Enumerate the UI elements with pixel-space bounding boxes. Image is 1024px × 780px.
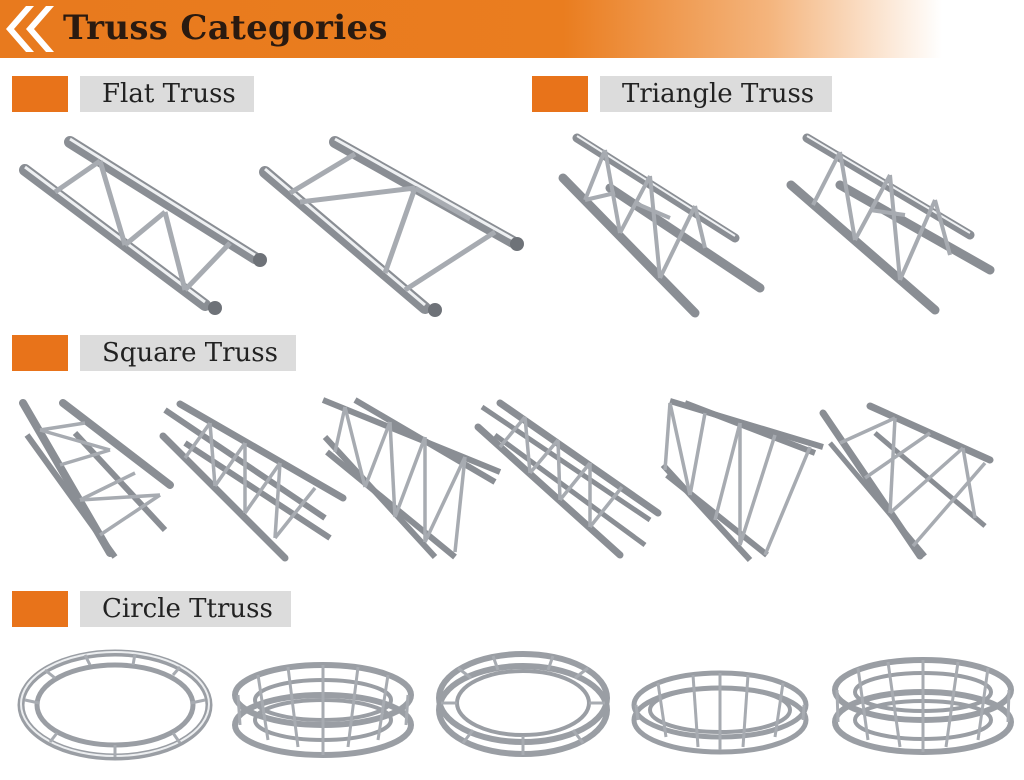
circle-truss-image: [828, 652, 1018, 762]
circle-truss-image: [628, 665, 813, 760]
circle-truss-image: [228, 655, 418, 765]
triangle-truss-image: [555, 128, 770, 323]
section-label-flat: Flat Truss: [12, 76, 254, 112]
square-truss-image: [15, 395, 180, 565]
section-title-square: Square Truss: [80, 335, 296, 371]
section-label-triangle: Triangle Truss: [532, 76, 833, 112]
double-chevron-left-icon: [6, 6, 54, 52]
circle-truss-image: [15, 645, 215, 765]
section-title-flat: Flat Truss: [80, 76, 254, 112]
label-swatch: [12, 335, 68, 371]
square-truss-image: [155, 398, 350, 563]
square-truss-image: [815, 398, 995, 563]
label-swatch: [12, 591, 68, 627]
label-swatch: [532, 76, 588, 112]
label-swatch: [12, 76, 68, 112]
section-label-circle: Circle Ttruss: [12, 591, 291, 627]
square-truss-image: [315, 392, 505, 567]
triangle-truss-image: [785, 130, 1000, 320]
circle-truss-image: [433, 648, 613, 763]
section-label-square: Square Truss: [12, 335, 296, 371]
header-banner: Truss Categories: [0, 0, 1024, 58]
section-title-triangle: Triangle Truss: [600, 76, 833, 112]
square-truss-image: [470, 395, 665, 565]
page-title: Truss Categories: [63, 8, 388, 48]
flat-truss-image: [15, 130, 267, 320]
square-truss-image: [655, 395, 830, 565]
flat-truss-image: [255, 130, 525, 320]
section-title-circle: Circle Ttruss: [80, 591, 291, 627]
